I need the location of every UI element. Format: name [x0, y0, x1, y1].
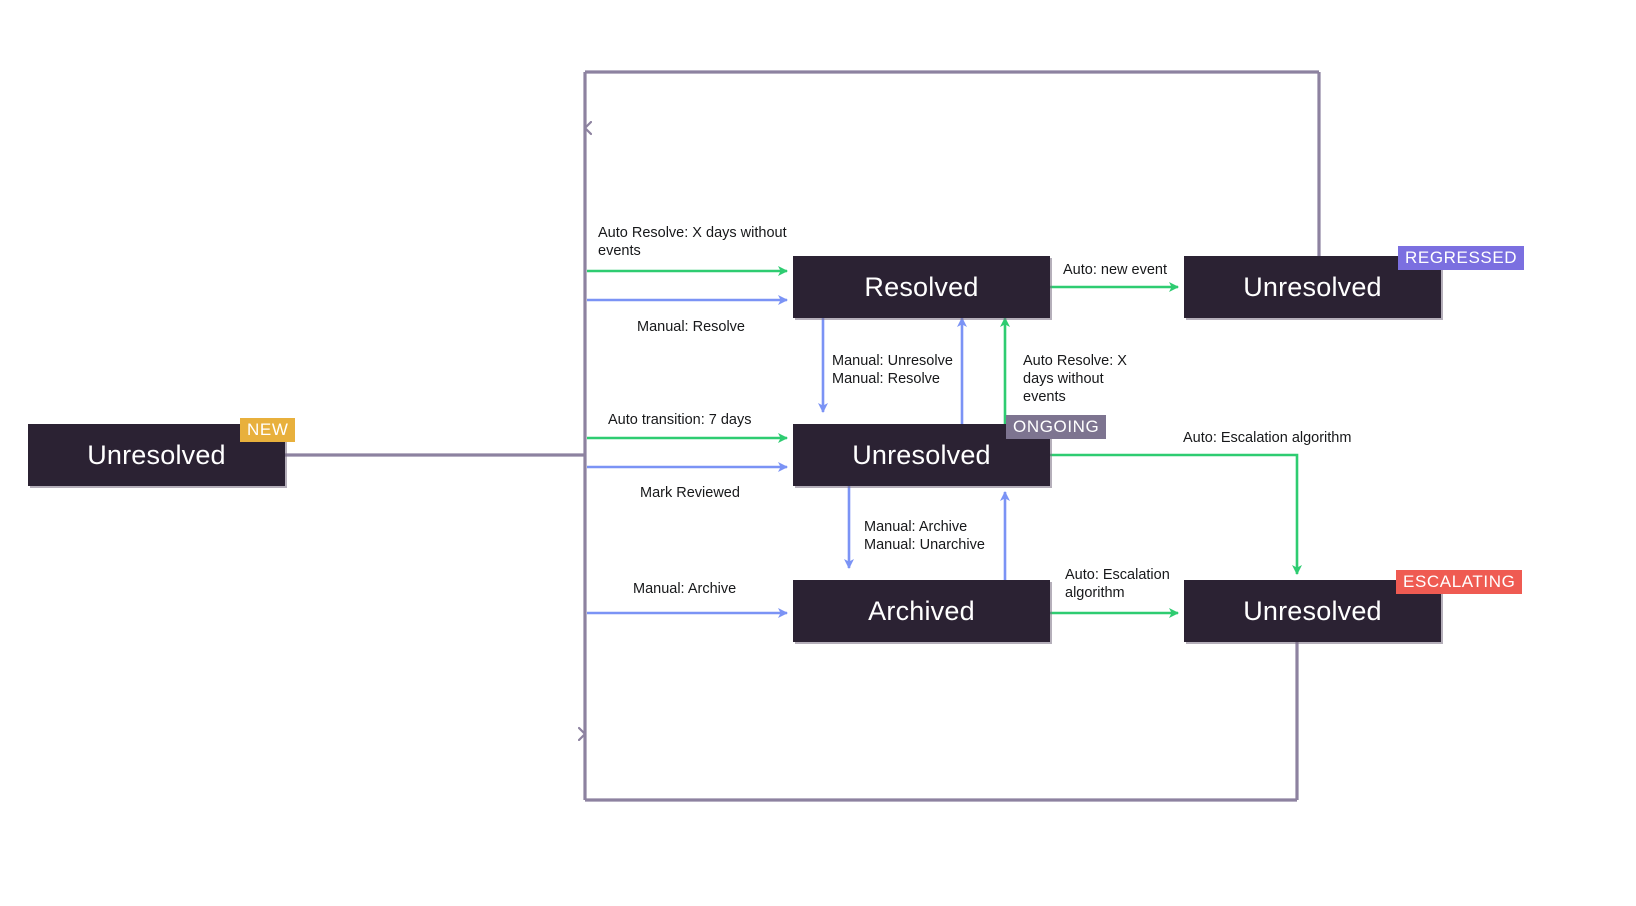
status-badge-new: NEW: [240, 418, 296, 442]
status-badge-ongoing: ONGOING: [1006, 415, 1107, 439]
edge-label-mark-reviewed: Mark Reviewed: [640, 485, 740, 501]
state-node-archived[interactable]: Archived: [793, 580, 1050, 642]
edge-label-manual-archive-unarchive: Manual: Archive Manual: Unarchive: [864, 519, 985, 554]
state-node-label: Unresolved: [87, 439, 226, 470]
status-badge-label: ONGOING: [1013, 417, 1100, 436]
status-badge-label: NEW: [247, 420, 289, 439]
state-node-label: Unresolved: [1243, 271, 1382, 302]
edge-label-auto-escalation-algorithm: Auto: Escalation algorithm: [1065, 567, 1170, 602]
status-badge-escalating: ESCALATING: [1396, 570, 1523, 594]
edge-label-manual-unresolve-resolve: Manual: Unresolve Manual: Resolve: [832, 353, 953, 388]
edge-label-auto-new-event: Auto: new event: [1063, 262, 1167, 278]
edge-auto-escalation-top: [1050, 453, 1302, 575]
edge-label-manual-resolve: Manual: Resolve: [637, 319, 745, 335]
state-node-label: Archived: [868, 595, 975, 626]
status-badge-regressed: REGRESSED: [1398, 246, 1525, 270]
edge-label-manual-archive: Manual: Archive: [633, 581, 737, 597]
edge-label-auto-escalation-top: Auto: Escalation algorithm: [1183, 430, 1352, 446]
status-badge-label: REGRESSED: [1405, 248, 1518, 267]
state-node-resolved[interactable]: Resolved: [793, 256, 1050, 318]
edge-label-auto-resolve-x-days-2: Auto Resolve: X days without events: [1023, 353, 1127, 406]
state-node-label: Unresolved: [1243, 595, 1382, 626]
edge-label-auto-resolve-x-days: Auto Resolve: X days without events: [598, 225, 787, 260]
status-badge-label: ESCALATING: [1403, 572, 1516, 591]
edge-label-auto-transition-7-days: Auto transition: 7 days: [608, 412, 752, 428]
state-node-label: Unresolved: [852, 439, 991, 470]
edge-loop-bottom: [585, 642, 1299, 802]
state-node-label: Resolved: [864, 271, 979, 302]
